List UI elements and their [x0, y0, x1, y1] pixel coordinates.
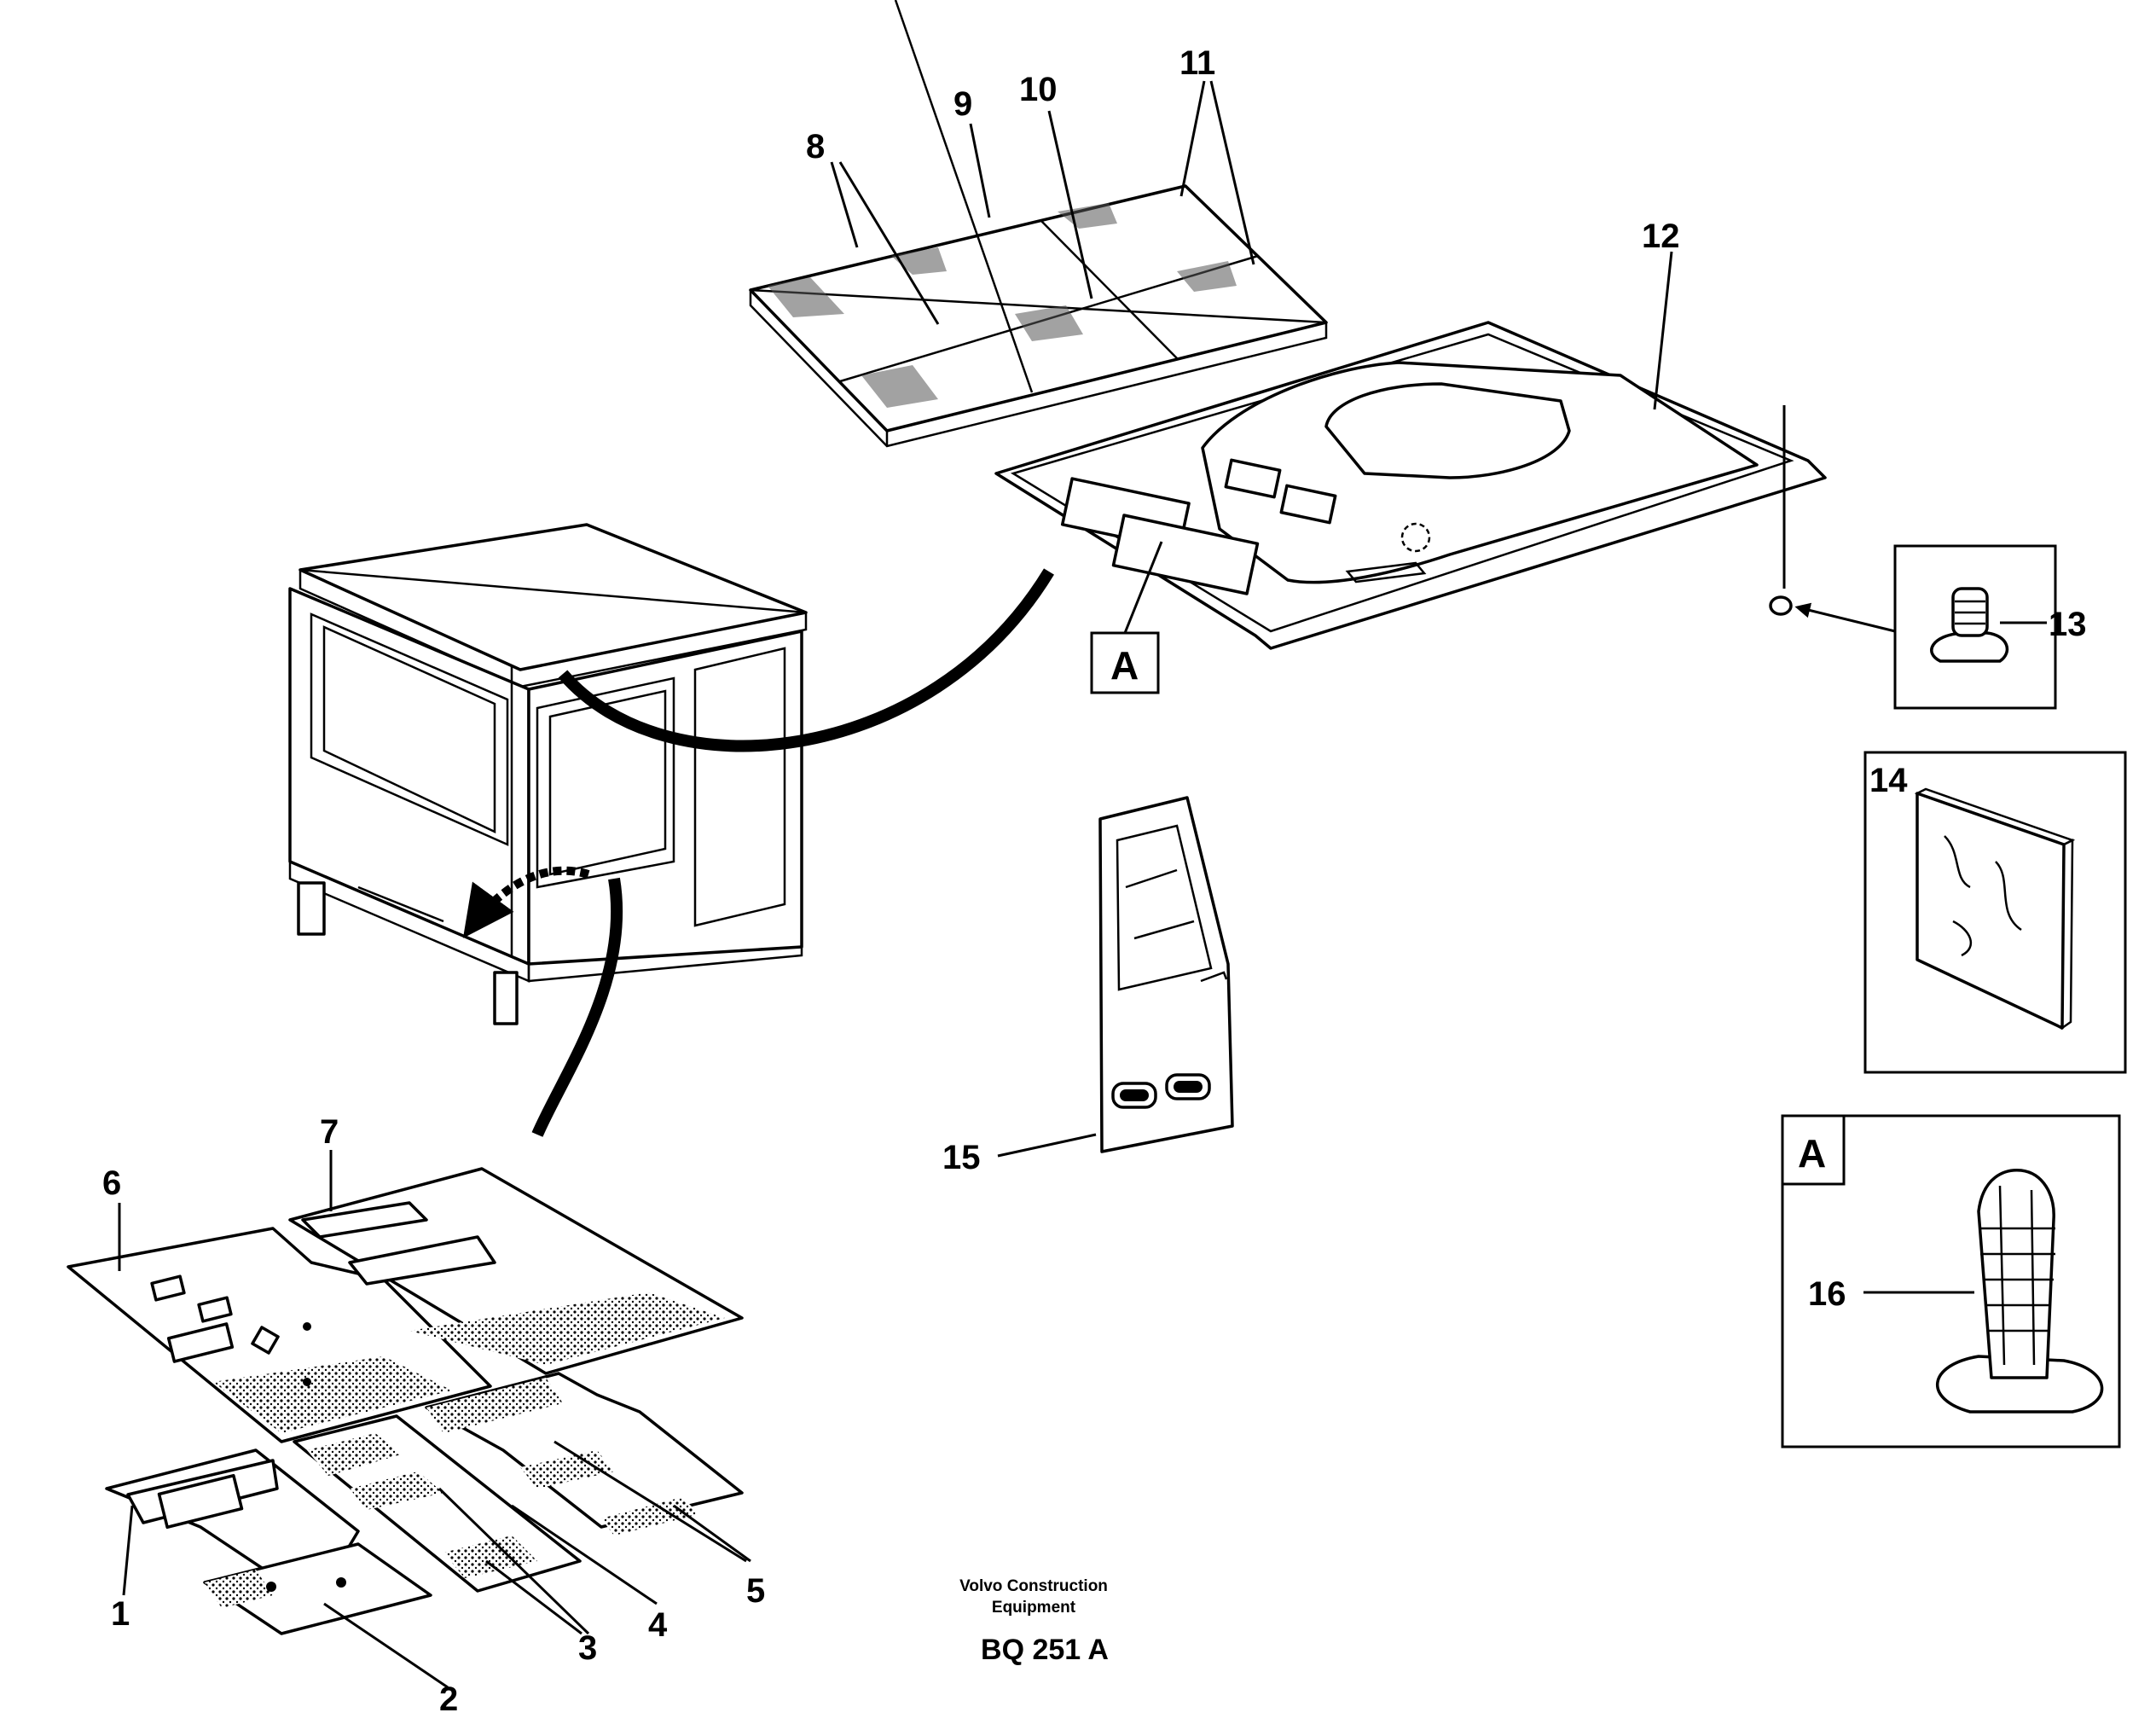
view-a-marker-letter: A — [1110, 643, 1139, 688]
floor-mats-upper — [67, 1167, 744, 1443]
callout-5: 5 — [746, 1572, 765, 1610]
callout-3: 3 — [578, 1629, 597, 1667]
maker-line-2: Equipment — [992, 1599, 1076, 1617]
callout-2: 2 — [439, 1681, 458, 1718]
callout-numbers: 1 2 3 4 5 6 7 8 9 10 11 12 13 14 15 16 A… — [102, 44, 2087, 1718]
leader-lines — [118, 80, 2047, 1689]
roof-headliner — [994, 321, 1827, 650]
callout-12: 12 — [1642, 218, 1680, 255]
footer: Volvo Construction Equipment BQ 251 A — [959, 1577, 1109, 1666]
detail-box-16 — [1781, 1114, 2121, 1448]
roof-insulation-panels — [749, 0, 1328, 448]
callout-1: 1 — [111, 1595, 130, 1633]
view-a-reference — [1090, 541, 1163, 694]
cab-body — [288, 523, 808, 1025]
screw-13-installed — [1769, 405, 1896, 633]
detail-box-13 — [1893, 544, 2057, 710]
callout-8: 8 — [806, 128, 825, 165]
callout-6: 6 — [102, 1164, 121, 1202]
maker-line-1: Volvo Construction — [959, 1577, 1108, 1595]
callout-10: 10 — [1019, 71, 1058, 108]
assembly-arrows — [462, 568, 1054, 1137]
callout-11: 11 — [1179, 44, 1215, 82]
callout-15: 15 — [942, 1139, 981, 1176]
floor-plates-lower — [105, 1372, 744, 1635]
callout-13: 13 — [2049, 606, 2087, 643]
detail-box-14 — [1863, 751, 2127, 1074]
drawing-code: BQ 251 A — [981, 1634, 1109, 1666]
callout-14: 14 — [1869, 762, 1908, 799]
callout-16: 16 — [1808, 1275, 1846, 1313]
view-a-box-letter: A — [1798, 1131, 1826, 1176]
cab-door — [1098, 796, 1234, 1153]
callout-4: 4 — [648, 1606, 668, 1644]
callout-7: 7 — [320, 1113, 339, 1151]
callout-9: 9 — [953, 85, 972, 123]
